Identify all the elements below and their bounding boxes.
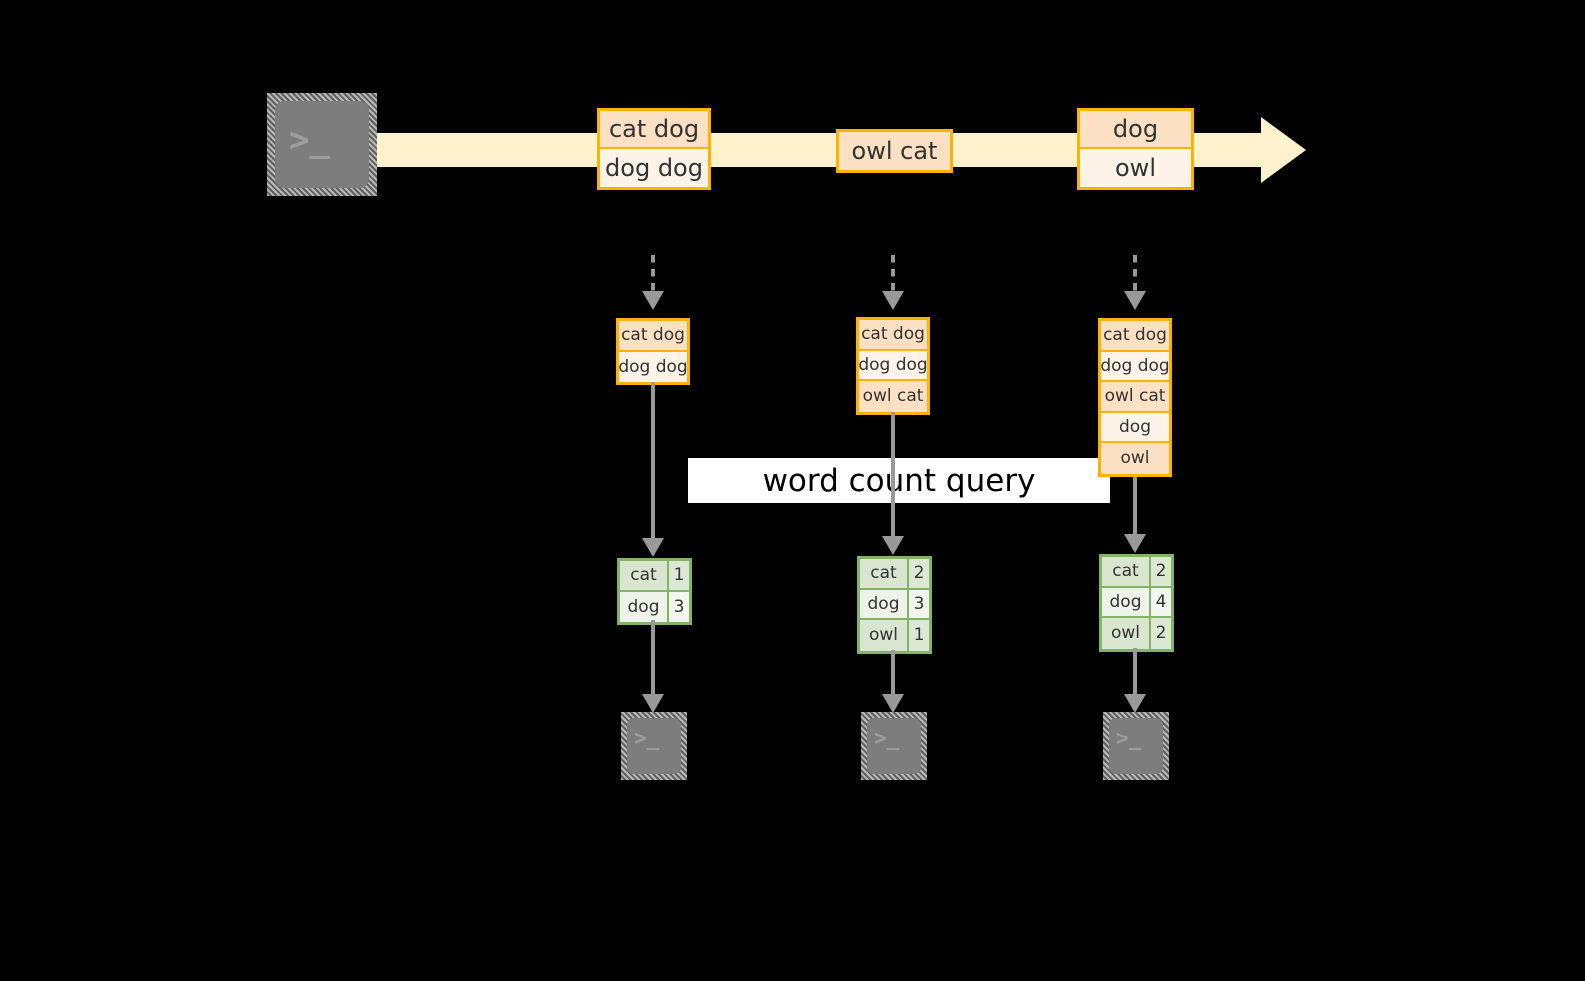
- snapshot-2-count-table: cat 2 dog 3 owl 1: [857, 556, 932, 654]
- record-line: owl cat: [839, 132, 950, 170]
- query-label-band: word count query: [688, 458, 1110, 503]
- snapshot-1-query-arrowhead: [642, 538, 664, 557]
- table-row: cat 2: [860, 559, 929, 590]
- snapshot-1-input-stack: cat dog dog dog: [616, 318, 690, 385]
- record-line: cat dog: [600, 111, 708, 149]
- record-line: dog: [1080, 111, 1191, 149]
- query-label-text: word count query: [762, 462, 1036, 499]
- terminal-prompt-glyph: >_: [289, 120, 330, 160]
- terminal-body: >_: [867, 718, 921, 774]
- terminal-body: >_: [627, 718, 681, 774]
- snapshot-1-tap-arrowhead: [642, 291, 664, 310]
- snapshot-3-tap-line: [1133, 255, 1137, 293]
- table-cell-count: 4: [1151, 587, 1171, 616]
- snapshot-1-query-line: [651, 382, 655, 540]
- stream-record-3: dog owl: [1077, 108, 1194, 190]
- record-line: cat dog: [859, 320, 927, 351]
- record-line: dog dog: [618, 351, 688, 382]
- table-row: owl 1: [860, 620, 929, 651]
- snapshot-2-tap-arrowhead: [882, 291, 904, 310]
- snapshot-1-tap-line: [651, 255, 655, 293]
- table-cell-count: 2: [909, 559, 929, 588]
- table-cell-word: dog: [620, 591, 669, 622]
- snapshot-3-input-stack: cat dog dog dog owl cat dog owl: [1098, 318, 1172, 477]
- table-cell-word: owl: [860, 620, 909, 651]
- stream-record-2: owl cat: [836, 129, 953, 173]
- table-cell-count: 1: [909, 620, 929, 651]
- table-row: dog 4: [1102, 587, 1171, 618]
- stream-arrow-head: [1261, 117, 1306, 183]
- table-cell-count: 1: [669, 561, 689, 590]
- record-line: dog: [1101, 412, 1169, 443]
- stream-record-1: cat dog dog dog: [597, 108, 711, 190]
- table-cell-word: dog: [1102, 587, 1151, 616]
- terminal-prompt-glyph: >_: [874, 726, 900, 750]
- table-cell-word: cat: [1102, 557, 1151, 586]
- snapshot-3-count-table: cat 2 dog 4 owl 2: [1099, 554, 1174, 652]
- table-row: dog 3: [860, 589, 929, 620]
- record-line: dog dog: [1100, 351, 1170, 382]
- record-line: owl cat: [1101, 382, 1169, 413]
- table-row: cat 1: [620, 561, 689, 592]
- snapshot-1-sink-terminal-icon[interactable]: >_: [621, 712, 687, 780]
- snapshot-3-query-arrowhead: [1124, 534, 1146, 553]
- snapshot-3-sink-arrowhead: [1124, 694, 1146, 713]
- table-cell-count: 3: [909, 589, 929, 618]
- terminal-body: >_: [275, 101, 369, 188]
- record-line: owl: [1101, 443, 1169, 474]
- snapshot-1-count-table: cat 1 dog 3: [617, 558, 692, 625]
- snapshot-1-sink-arrowhead: [642, 694, 664, 713]
- record-line: dog dog: [858, 350, 928, 381]
- table-cell-word: dog: [860, 589, 909, 618]
- record-line: dog dog: [600, 149, 708, 187]
- table-row: cat 2: [1102, 557, 1171, 588]
- record-line: owl: [1080, 149, 1191, 187]
- snapshot-2-query-line: [891, 412, 895, 538]
- record-line: cat dog: [619, 321, 687, 352]
- table-cell-word: cat: [860, 559, 909, 588]
- snapshot-3-query-line: [1133, 474, 1137, 536]
- snapshot-2-sink-terminal-icon[interactable]: >_: [861, 712, 927, 780]
- snapshot-2-query-arrowhead: [882, 536, 904, 555]
- table-cell-word: owl: [1102, 618, 1151, 649]
- snapshot-1-sink-line: [651, 620, 655, 696]
- terminal-prompt-glyph: >_: [634, 726, 660, 750]
- source-terminal-icon[interactable]: >_: [267, 93, 377, 196]
- snapshot-2-tap-line: [891, 255, 895, 293]
- table-row: dog 3: [620, 591, 689, 622]
- table-cell-count: 2: [1151, 618, 1171, 649]
- record-line: owl cat: [859, 381, 927, 412]
- record-line: cat dog: [1101, 321, 1169, 352]
- table-cell-count: 3: [669, 591, 689, 622]
- table-row: owl 2: [1102, 618, 1171, 649]
- terminal-body: >_: [1109, 718, 1163, 774]
- snapshot-2-sink-arrowhead: [882, 694, 904, 713]
- snapshot-3-sink-terminal-icon[interactable]: >_: [1103, 712, 1169, 780]
- snapshot-2-sink-line: [891, 650, 895, 696]
- terminal-prompt-glyph: >_: [1116, 726, 1142, 750]
- snapshot-2-input-stack: cat dog dog dog owl cat: [856, 317, 930, 415]
- snapshot-3-sink-line: [1133, 648, 1137, 696]
- table-cell-word: cat: [620, 561, 669, 590]
- snapshot-3-tap-arrowhead: [1124, 291, 1146, 310]
- table-cell-count: 2: [1151, 557, 1171, 586]
